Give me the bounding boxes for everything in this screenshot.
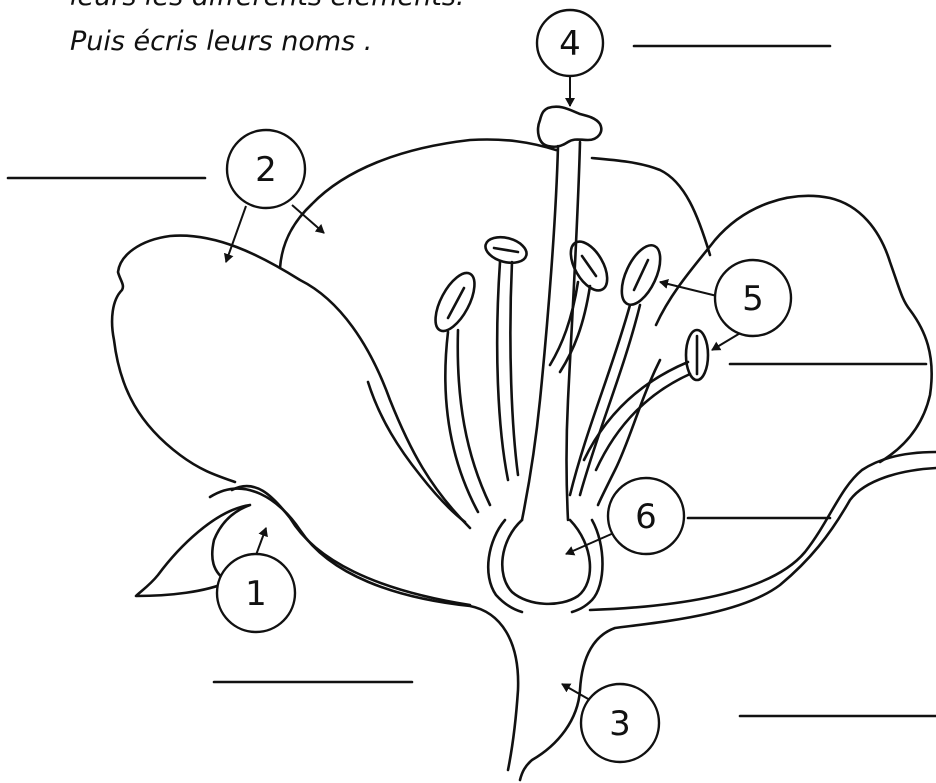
arrow-5-top (660, 282, 717, 296)
label-1: 1 (217, 554, 295, 632)
label-2: 2 (227, 130, 305, 208)
arrow-5-bottom (712, 332, 742, 350)
arrow-1 (256, 528, 266, 555)
label-6: 6 (608, 478, 684, 554)
ovary-left-wall (488, 520, 522, 612)
stigma (538, 107, 601, 147)
stamen-filament-2 (497, 262, 508, 480)
arrow-3 (562, 684, 590, 700)
anther-3-line (582, 256, 596, 276)
stamen-filament-1 (445, 332, 478, 512)
stamen-filament-2b (510, 262, 518, 475)
arrow-6 (566, 532, 616, 554)
label-2-number: 2 (255, 150, 277, 190)
back-petal (280, 139, 556, 268)
back-petal-right (592, 158, 710, 255)
label-3: 3 (581, 684, 659, 762)
anther-2-line (494, 248, 518, 252)
label-4: 4 (537, 10, 603, 76)
label-6-number: 6 (635, 497, 657, 537)
ovary (502, 520, 590, 604)
left-petal (112, 236, 470, 528)
label-1-number: 1 (245, 574, 267, 614)
arrow-2-left (226, 206, 246, 262)
label-3-number: 3 (609, 704, 631, 744)
left-petal-fold (368, 382, 465, 522)
stamen-filament-4b (580, 305, 640, 495)
label-5-number: 5 (742, 279, 764, 319)
anther-1-line (448, 288, 464, 318)
anther-4-line (634, 260, 648, 290)
style-left-edge (522, 146, 558, 520)
label-5: 5 (715, 260, 791, 336)
label-4-number: 4 (559, 24, 581, 64)
anther-1 (428, 267, 483, 337)
